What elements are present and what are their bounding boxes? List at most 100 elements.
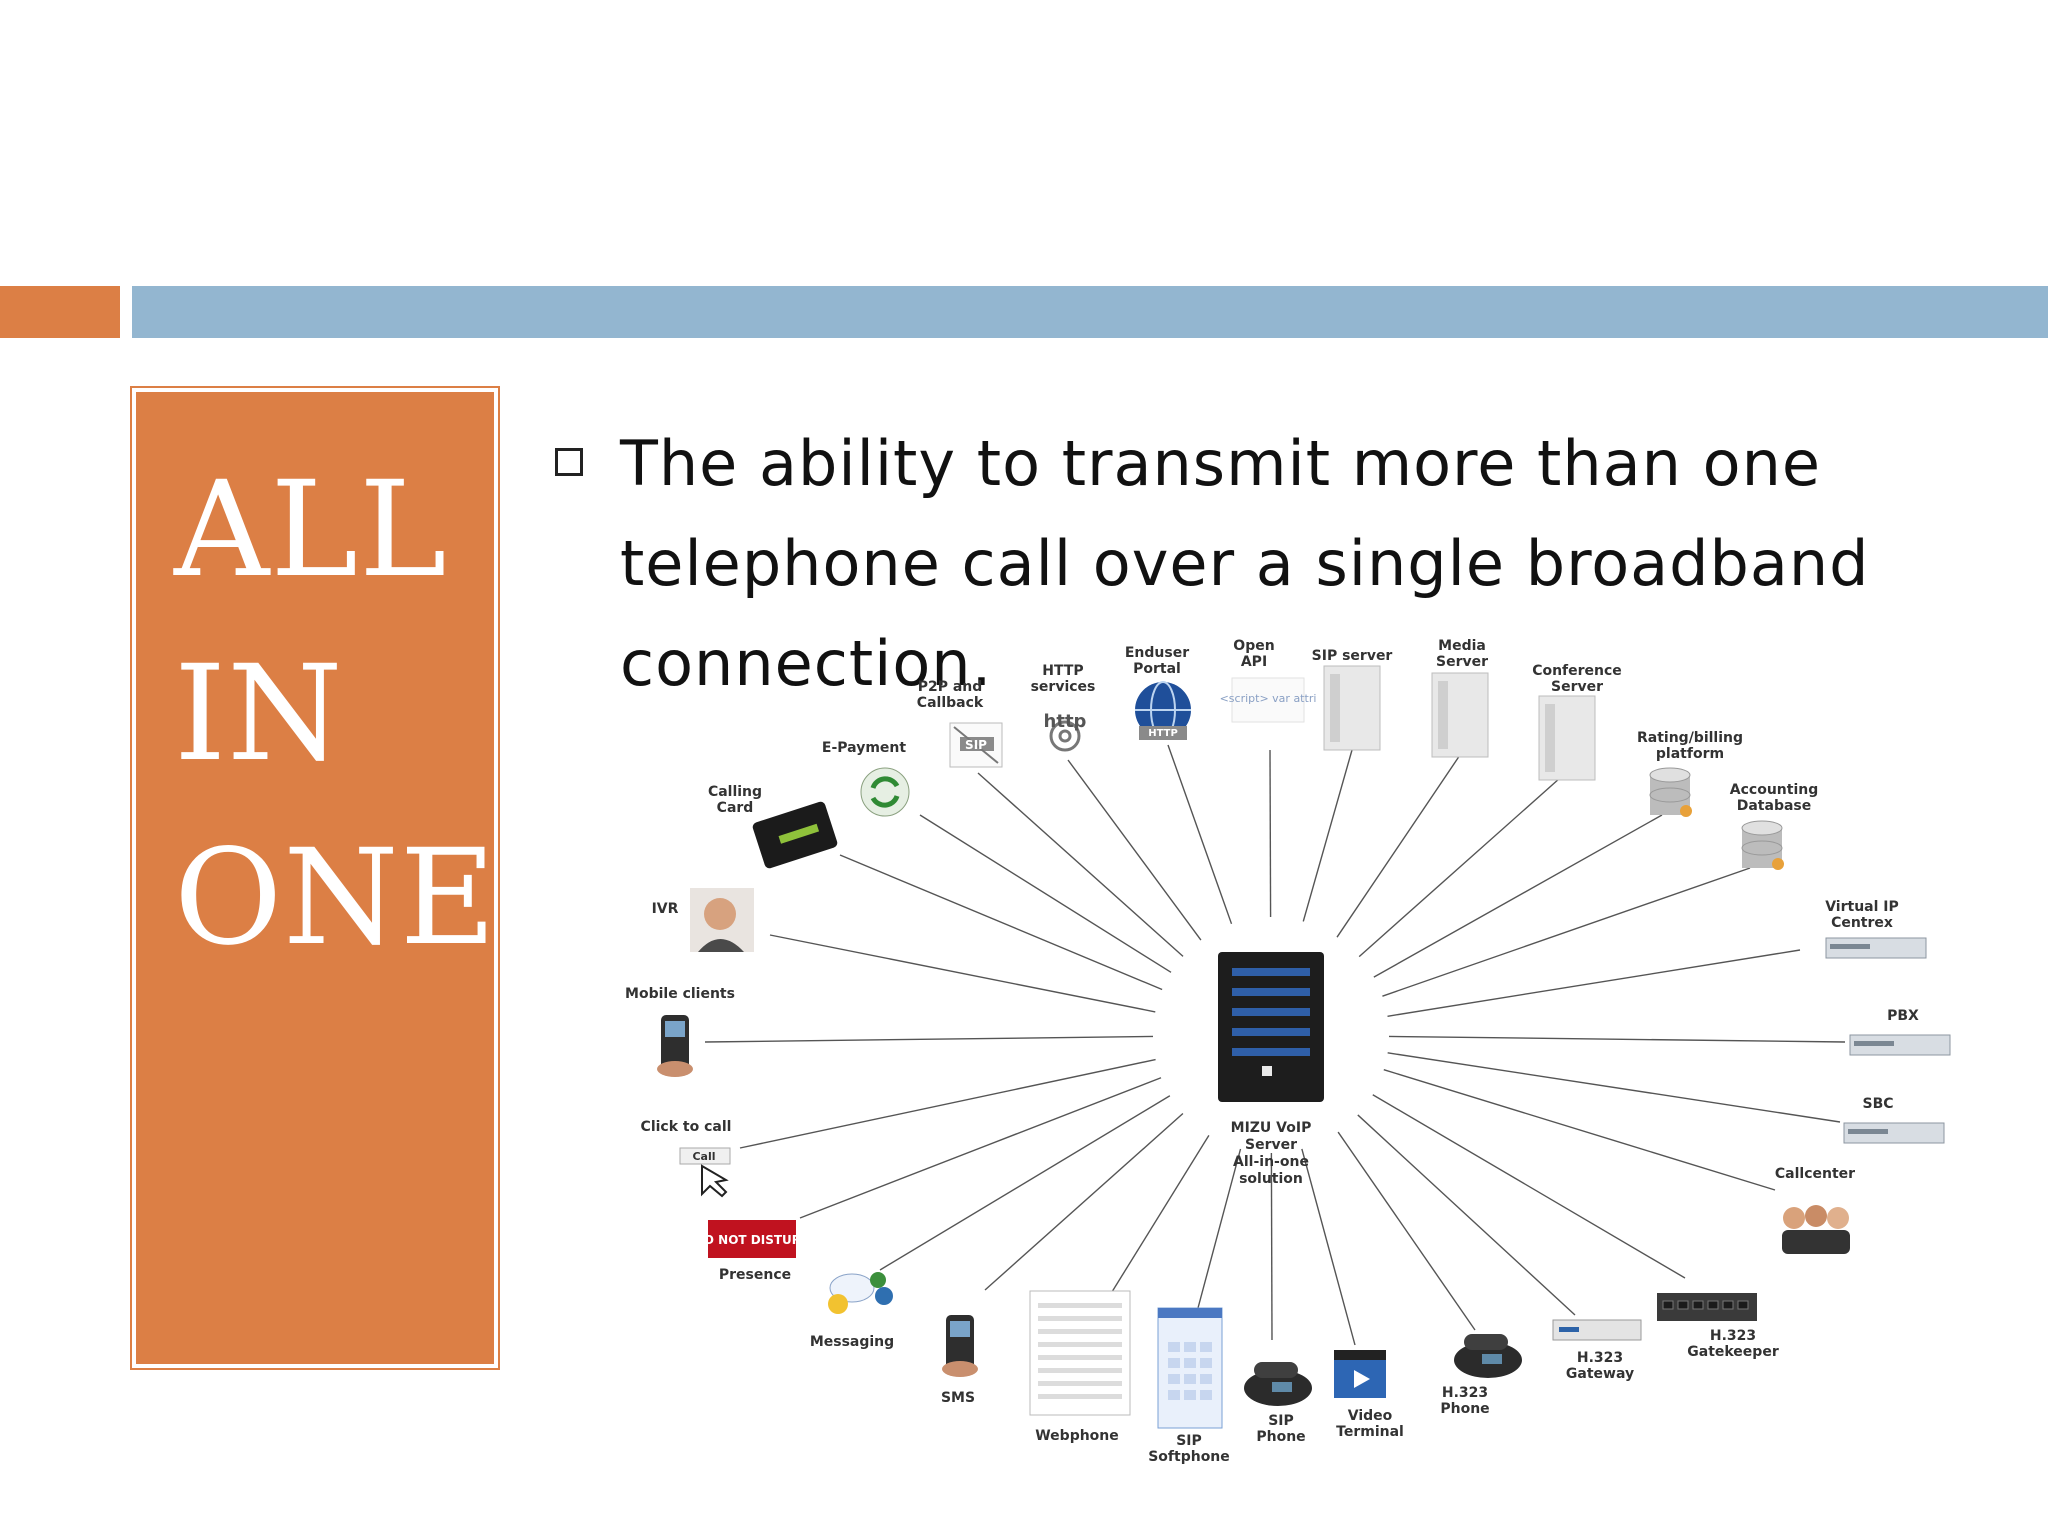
- node-label-line: SIP: [1268, 1413, 1294, 1429]
- http-icon: [1049, 720, 1081, 752]
- spoke-line: [1270, 1152, 1273, 1341]
- node-label-line: Enduser: [1125, 645, 1189, 661]
- mobile-phone-icon: [942, 1315, 978, 1377]
- square-bullet-icon: [555, 448, 583, 476]
- node-label-line: IVR: [652, 901, 679, 917]
- node-label-line: SBC: [1862, 1096, 1893, 1112]
- desk-phone-icon: [1244, 1362, 1312, 1406]
- globe-icon: [1135, 681, 1191, 740]
- spoke-line: [977, 772, 1184, 957]
- center-label-line: All-in-one: [1233, 1154, 1309, 1170]
- node-label-line: Database: [1737, 798, 1812, 814]
- node-label-line: Accounting: [1730, 782, 1818, 798]
- rack-server-icon: [1843, 1122, 1945, 1144]
- node-label-line: SMS: [941, 1390, 975, 1406]
- node-decor-text: HTTP: [1148, 728, 1178, 739]
- node-label-line: Media: [1438, 638, 1486, 654]
- spoke-line: [1301, 1148, 1356, 1346]
- node-label-line: E-Payment: [822, 740, 906, 756]
- spoke-line: [1269, 749, 1272, 918]
- node-label-line: Webphone: [1035, 1428, 1119, 1444]
- node-label-line: Terminal: [1336, 1424, 1404, 1440]
- title-line-1: ALL: [174, 453, 448, 607]
- center-label-line: solution: [1239, 1171, 1303, 1187]
- node-label-line: SIP: [1176, 1433, 1202, 1449]
- node-label-line: Callcenter: [1775, 1166, 1855, 1182]
- node-label-line: Card: [717, 800, 754, 816]
- diagram-node-sms: SMS: [941, 1315, 978, 1406]
- spoke-line: [1067, 759, 1202, 941]
- spoke-line: [1197, 1148, 1242, 1309]
- diagram-spokes: [704, 744, 1846, 1346]
- node-label-line: platform: [1656, 746, 1724, 762]
- spoke-line: [739, 1058, 1156, 1149]
- title-line-2: IN: [174, 637, 344, 791]
- node-label-line: Presence: [719, 1267, 791, 1283]
- node-label-line: Callback: [917, 695, 984, 711]
- node-decor-text: <script> var attri: [1220, 692, 1317, 705]
- node-label-line: Softphone: [1148, 1449, 1230, 1465]
- header-accent-bar: [0, 286, 120, 338]
- center-label-line: Server: [1245, 1137, 1297, 1153]
- spoke-line: [1373, 814, 1663, 978]
- diagram-node-epayment: E-Payment: [822, 740, 910, 817]
- node-decor-text: http: [1044, 711, 1087, 732]
- node-label-line: Click to call: [641, 1119, 732, 1135]
- refresh-icon: [860, 767, 910, 817]
- desk-phone-icon: [1454, 1334, 1522, 1378]
- diagram-node-sbc: SBC: [1843, 1096, 1945, 1144]
- agents-icon: [1782, 1205, 1850, 1254]
- node-label-line: Server: [1551, 679, 1603, 695]
- node-label-line: SIP server: [1312, 648, 1393, 664]
- spoke-line: [919, 814, 1172, 973]
- diagram-node-callcenter: Callcenter: [1775, 1166, 1855, 1254]
- diagram-node-pbx: PBX: [1849, 1008, 1951, 1056]
- spoke-line: [704, 1035, 1154, 1043]
- spoke-line: [1302, 749, 1353, 922]
- sip-callback-icon: [949, 722, 1003, 768]
- card-icon: [752, 801, 838, 869]
- spoke-line: [1357, 1114, 1576, 1316]
- node-decor-text: SIP: [965, 738, 987, 752]
- database-icon: [1741, 820, 1784, 870]
- spoke-line: [1383, 1069, 1776, 1191]
- server-tower-icon: [1538, 695, 1596, 781]
- rack-server-icon: [1825, 937, 1927, 959]
- spoke-line: [839, 854, 1163, 991]
- spoke-line: [984, 1113, 1184, 1291]
- node-label-line: HTTP: [1042, 663, 1083, 679]
- rack-server-icon: [1849, 1034, 1951, 1056]
- diagram-node-ivr: IVR: [652, 888, 754, 952]
- switch-icon: [1657, 1293, 1757, 1321]
- spoke-line: [1167, 744, 1233, 925]
- database-icon: [1649, 767, 1692, 817]
- mobile-phone-icon: [657, 1015, 693, 1077]
- node-label-line: H.323: [1577, 1350, 1623, 1366]
- softphone-icon: [1157, 1307, 1223, 1429]
- node-label-line: Gateway: [1566, 1366, 1634, 1382]
- diagram-node-mobile: Mobile clients: [625, 986, 735, 1077]
- node-label-line: Portal: [1133, 661, 1181, 677]
- diagram-node-sip-server: SIP server: [1312, 648, 1393, 751]
- headset-person-icon: [690, 888, 754, 952]
- spoke-line: [799, 1077, 1162, 1219]
- spoke-line: [1388, 1035, 1846, 1043]
- spoke-line: [1336, 754, 1461, 938]
- diagram-node-webphone: Webphone: [1029, 1290, 1131, 1444]
- spoke-line: [1358, 777, 1561, 958]
- server-tower-icon: [1431, 672, 1489, 758]
- node-label-line: Server: [1436, 654, 1488, 670]
